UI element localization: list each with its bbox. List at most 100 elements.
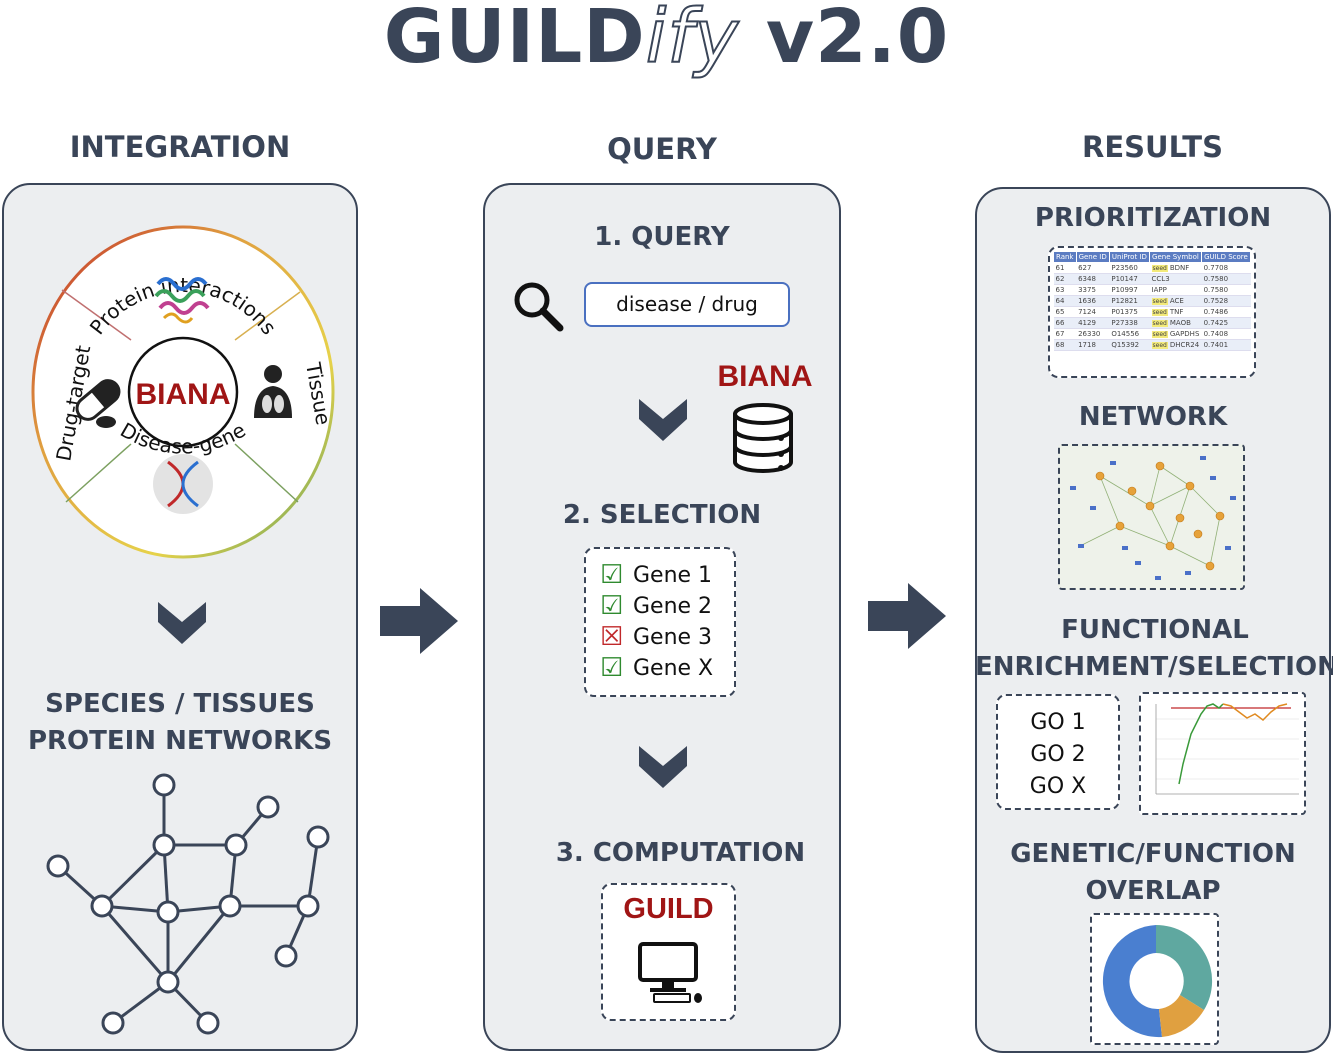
functional-heading: FUNCTIONAL ENRICHMENT/SELECTION [975, 612, 1333, 686]
overlap-line-1: GENETIC/FUNCTION [1010, 839, 1296, 869]
cell-value: P23560 [1111, 264, 1138, 272]
cell-value: 3375 [1078, 286, 1096, 294]
gene-item[interactable]: ☑Gene 1 [600, 560, 730, 591]
integration-heading: INTEGRATION [69, 130, 291, 164]
cell-value: 0.7408 [1203, 330, 1229, 338]
species-tissues-heading: SPECIES / TISSUES PROTEIN NETWORKS [0, 686, 360, 760]
network-heading: NETWORK [1078, 402, 1228, 432]
table-cell: 67 [1053, 328, 1077, 340]
wheel-divider [234, 291, 301, 341]
chevron-down-icon [639, 746, 687, 788]
table-cell: 1718 [1076, 339, 1110, 351]
table-cell: P27338 [1109, 317, 1150, 329]
cell-value: 627 [1078, 264, 1092, 272]
cell-value: 63 [1055, 286, 1065, 294]
network-node [152, 833, 176, 857]
seed-badge: seed [1151, 342, 1168, 349]
functional-line-1: FUNCTIONAL [1061, 615, 1249, 645]
cell-value: 64 [1055, 297, 1065, 305]
go-term-item: GO X [1029, 774, 1087, 799]
table-cell: IAPP [1149, 284, 1202, 296]
table-cell: 0.7580 [1201, 284, 1251, 296]
network-node [156, 900, 180, 924]
table-cell: P01375 [1109, 306, 1150, 318]
cell-value: MAOB [1169, 319, 1191, 327]
gene-item[interactable]: ☑Gene X [600, 653, 730, 684]
search-input[interactable]: disease / drug [584, 282, 790, 327]
gene-selection-list: ☑Gene 1 ☑Gene 2 ☒Gene 3 ☑Gene X [600, 560, 730, 684]
cell-value: 26330 [1078, 330, 1101, 338]
enrichment-plot [1155, 703, 1299, 795]
network-node [274, 944, 298, 968]
wheel-divider [61, 289, 132, 341]
table-cell: 6348 [1076, 273, 1110, 285]
table-cell: 3375 [1076, 284, 1110, 296]
gene-item[interactable]: ☑Gene 2 [600, 591, 730, 622]
table-cell: 66 [1053, 317, 1077, 329]
prioritization-heading: PRIORITIZATION [1034, 203, 1272, 233]
table-cell: 0.7580 [1201, 273, 1251, 285]
query-step2-label: 2. SELECTION [562, 500, 762, 530]
cell-value: DHCR24 [1169, 341, 1200, 349]
table-row: 63 3375 P10997 IAPP 0.7580 [1053, 284, 1251, 296]
biana-db-label: BIANA [717, 360, 813, 393]
cell-value: ACE [1169, 297, 1184, 305]
gene-item[interactable]: ☒Gene 3 [600, 622, 730, 653]
database-icon [733, 403, 793, 473]
table-cell: 0.7401 [1201, 339, 1251, 351]
table-cell: 63 [1053, 284, 1077, 296]
table-cell: 4129 [1076, 317, 1110, 329]
table-cell: 627 [1076, 262, 1110, 274]
cell-value: P10997 [1111, 286, 1138, 294]
drug-pill-icon [96, 416, 116, 428]
drug-capsule-icon [75, 379, 121, 421]
gene-label: Gene X [633, 656, 714, 681]
donut-slice [1159, 995, 1204, 1037]
seed-badge: seed [1151, 309, 1168, 316]
cell-value: 65 [1055, 308, 1065, 316]
flow-arrow-icon [380, 588, 458, 654]
table-cell: 62 [1053, 273, 1077, 285]
dna-icon [153, 454, 213, 514]
table-cell: P10997 [1109, 284, 1150, 296]
table-cell: 61 [1053, 262, 1077, 274]
cell-value: BDNF [1169, 264, 1190, 272]
network-node [256, 795, 280, 819]
tissue-body-icon [254, 365, 292, 418]
table-cell: 7124 [1076, 306, 1110, 318]
table-cell: P12821 [1109, 295, 1150, 307]
species-line-1: SPECIES / TISSUES [45, 689, 315, 719]
gene-selection-box [584, 547, 736, 697]
title-italic: ify [645, 0, 740, 81]
cell-value: 66 [1055, 319, 1065, 327]
wheel-divider [234, 443, 299, 503]
cell-value: P01375 [1111, 308, 1138, 316]
table-cell: 26330 [1076, 328, 1110, 340]
cell-value: 7124 [1078, 308, 1096, 316]
cell-value: 0.7486 [1203, 308, 1229, 316]
flow-arrow-icon [868, 583, 946, 649]
cell-value: 0.7401 [1203, 341, 1229, 349]
network-node [296, 894, 320, 918]
query-step3-label: 3. COMPUTATION [555, 838, 806, 868]
gene-label: Gene 2 [633, 594, 713, 619]
seed-badge: seed [1151, 320, 1168, 327]
table-cell: 0.7486 [1201, 306, 1251, 318]
network-node [101, 1011, 125, 1035]
cell-value: 61 [1055, 264, 1065, 272]
prioritization-table-box: Rank Gene ID UniProt ID Gene Symbol GUIL… [1048, 246, 1256, 378]
protein-network-graph [46, 773, 330, 1035]
table-cell: 0.7708 [1201, 262, 1251, 274]
cell-value: IAPP [1151, 286, 1167, 294]
go-term-item: GO 1 [1030, 710, 1086, 735]
cell-value: O14556 [1111, 330, 1140, 338]
cell-value: TNF [1169, 308, 1184, 316]
network-node [90, 894, 114, 918]
cell-value: Q15392 [1111, 341, 1140, 349]
